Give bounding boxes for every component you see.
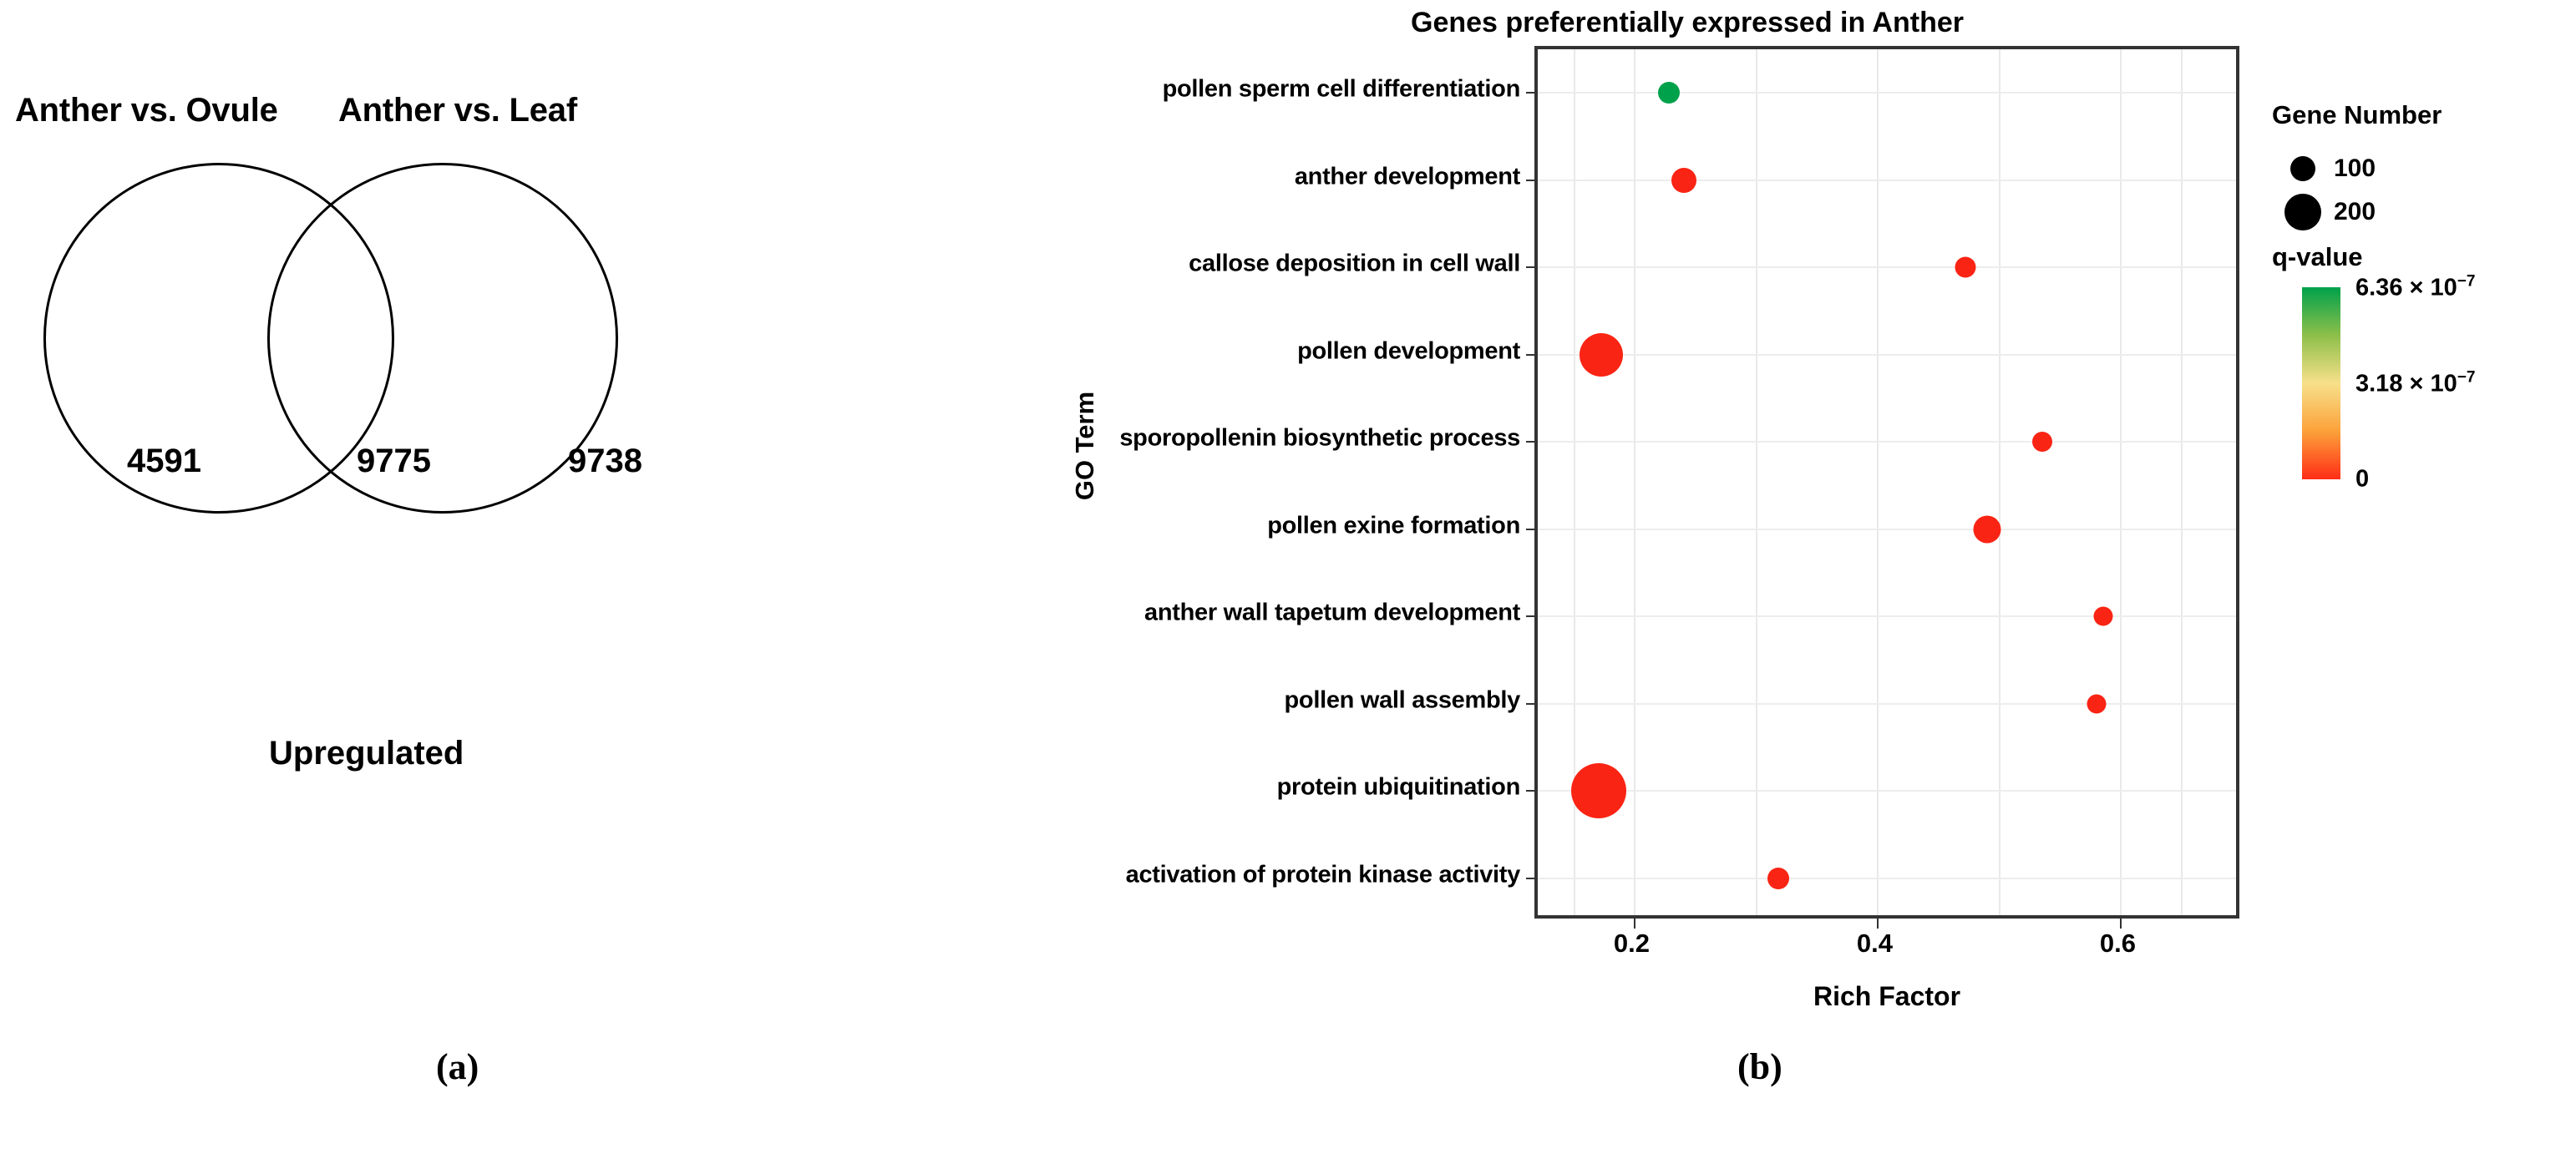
legend-q-value-title: q-value <box>2272 242 2363 271</box>
data-point-bubble[interactable] <box>1973 515 2001 544</box>
colorbar-tick-label: 6.36 × 10−7 <box>2355 272 2476 301</box>
x-axis-tick <box>2120 915 2122 929</box>
data-point-bubble[interactable] <box>2087 694 2107 714</box>
colorbar-tick-label: 0 <box>2355 465 2370 493</box>
legend-size-dot-wrap <box>2272 194 2334 230</box>
go-term-label: protein ubiquitination <box>1276 773 1521 801</box>
x-tick-label: 0.4 <box>1856 929 1893 958</box>
data-point-bubble[interactable] <box>1955 256 1976 278</box>
panel-label-a: (a) <box>436 1046 479 1087</box>
data-point-bubble[interactable] <box>1579 332 1623 377</box>
gridline-horizontal <box>1538 92 2236 94</box>
y-axis-tick <box>1526 877 1538 879</box>
gridline-horizontal <box>1538 179 2236 181</box>
go-term-label: activation of protein kinase activity <box>1125 861 1521 888</box>
colorbar-tick-label: 3.18 × 10−7 <box>2355 368 2476 397</box>
gridline-horizontal <box>1538 353 2236 356</box>
venn-circle-right <box>267 163 618 514</box>
gridline-horizontal <box>1538 615 2236 618</box>
legend-gene-number-rows: 100 200 <box>2272 147 2573 234</box>
go-term-label: sporopollenin biosynthetic process <box>1119 424 1520 452</box>
venn-count-left-only: 4591 <box>127 443 201 479</box>
go-term-label-list: pollen sperm cell differentiation anther … <box>1086 46 1520 919</box>
gridline-vertical <box>2120 49 2122 915</box>
gridline-vertical-minor <box>2181 49 2183 915</box>
y-axis-tick <box>1526 92 1538 94</box>
y-axis-tick <box>1526 528 1538 530</box>
gridline-vertical-minor <box>1755 49 1757 915</box>
gridline-vertical <box>1634 49 1636 915</box>
y-axis-tick <box>1526 790 1538 792</box>
legend-size-dot <box>2290 156 2315 181</box>
venn-count-intersection: 9775 <box>357 443 431 479</box>
gridline-horizontal <box>1538 877 2236 879</box>
legend-gene-number: Gene Number 100 200 <box>2272 100 2573 234</box>
go-term-label: pollen sperm cell differentiation <box>1162 75 1521 103</box>
data-point-bubble[interactable] <box>1671 167 1696 193</box>
go-term-label: anther development <box>1294 163 1520 190</box>
panel-label-b: (b) <box>1737 1046 1782 1087</box>
x-tick-label: 0.2 <box>1613 929 1650 958</box>
go-term-label: pollen development <box>1297 337 1520 365</box>
venn-title-left: Anther vs. Ovule <box>15 92 278 129</box>
venn-title-right: Anther vs. Leaf <box>338 92 577 129</box>
legend-size-row: 200 <box>2272 190 2573 234</box>
y-axis-tick <box>1526 179 1538 181</box>
go-term-label: anther wall tapetum development <box>1144 599 1520 626</box>
go-term-label: pollen wall assembly <box>1284 686 1521 714</box>
data-point-bubble[interactable] <box>2093 606 2113 626</box>
data-point-bubble[interactable] <box>1570 763 1626 819</box>
data-point-bubble[interactable] <box>1767 867 1790 889</box>
legend-size-dot <box>2284 194 2321 230</box>
legend-q-value: q-value 6.36 × 10−7 3.18 × 10−7 0 <box>2272 242 2573 493</box>
colorbar-tick-exponent: −7 <box>2457 368 2476 387</box>
x-tick-label: 0.6 <box>2099 929 2137 958</box>
venn-caption: Upregulated <box>269 735 464 772</box>
legend-size-row: 100 <box>2272 147 2573 190</box>
go-term-label: pollen exine formation <box>1267 512 1520 539</box>
data-point-bubble[interactable] <box>2031 432 2052 453</box>
y-axis-tick <box>1526 353 1538 356</box>
gridline-horizontal <box>1538 790 2236 792</box>
legend-size-dot-wrap <box>2272 156 2334 181</box>
gridline-horizontal <box>1538 441 2236 443</box>
colorbar-gradient <box>2302 287 2340 479</box>
go-term-label: callose deposition in cell wall <box>1189 250 1520 277</box>
y-axis-tick <box>1526 441 1538 443</box>
plot-area <box>1526 46 2239 929</box>
gridline-horizontal <box>1538 702 2236 705</box>
x-axis-title: Rich Factor <box>1813 981 1961 1011</box>
x-axis-tick <box>1634 915 1636 929</box>
gridline-vertical-minor <box>1998 49 2000 915</box>
y-axis-tick <box>1526 266 1538 269</box>
chart-title: Genes preferentially expressed in Anther <box>1411 7 1964 38</box>
gridline-horizontal <box>1538 528 2236 530</box>
data-point-bubble[interactable] <box>1658 82 1681 104</box>
x-axis-tick <box>1877 915 1879 929</box>
legend-size-label: 100 <box>2334 154 2376 182</box>
gridline-horizontal <box>1538 266 2236 269</box>
panel-b-bubble-chart: Genes preferentially expressed in Anther… <box>1070 0 2576 1149</box>
legend-size-label: 200 <box>2334 198 2376 225</box>
y-axis-tick <box>1526 702 1538 705</box>
gridline-vertical <box>1877 49 1879 915</box>
colorbar-wrap: 6.36 × 10−7 3.18 × 10−7 0 <box>2272 273 2573 493</box>
legend-gene-number-title: Gene Number <box>2272 100 2442 129</box>
y-axis-tick <box>1526 615 1538 618</box>
gridline-vertical-minor <box>1573 49 1575 915</box>
panel-a-venn: Anther vs. Ovule Anther vs. Leaf 4591 97… <box>0 0 1086 1149</box>
colorbar-tick-exponent: −7 <box>2457 272 2476 291</box>
venn-count-right-only: 9738 <box>568 443 642 479</box>
